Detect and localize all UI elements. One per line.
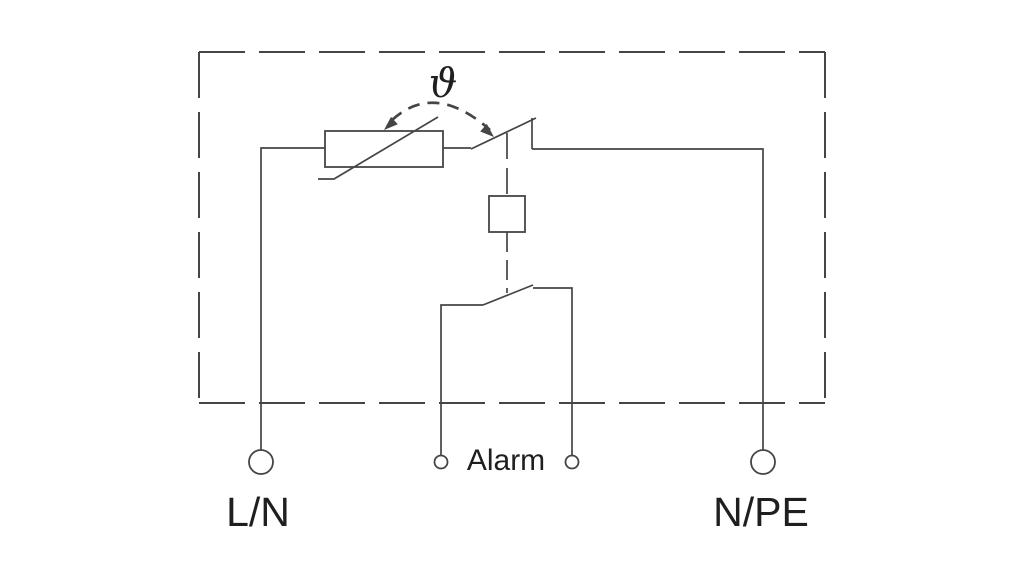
terminal-l-n [248,449,274,475]
left-terminal-label: L/N [226,489,290,535]
varistor [318,116,444,180]
terminal-n-pe [750,449,776,475]
alarm-contact-blade [482,284,534,306]
arrow-right-icon [480,123,494,137]
alarm-left-branch [440,304,483,455]
alarm-terminal-right [564,454,580,470]
arrow-left-icon [384,116,398,130]
linkage-indicator-box [488,195,526,233]
thermal-symbol-label: ϑ [429,61,458,107]
right-lead-wire [532,148,764,450]
switch-blade [470,117,537,150]
thermal-disconnect-switch [470,117,537,150]
alarm-terminal-left [433,454,449,470]
right-terminal-label: N/PE [713,489,809,535]
left-lead-wire [260,147,325,450]
alarm-right-branch [533,287,573,455]
enclosure-dashed-outline [198,51,826,404]
alarm-changeover-contact [440,284,573,455]
varistor-diagonal-stroke [318,116,439,180]
thermal-coupling-arc [391,101,491,132]
alarm-label: Alarm [467,444,545,477]
thermal-coupling-dashed-arrow [384,101,494,137]
